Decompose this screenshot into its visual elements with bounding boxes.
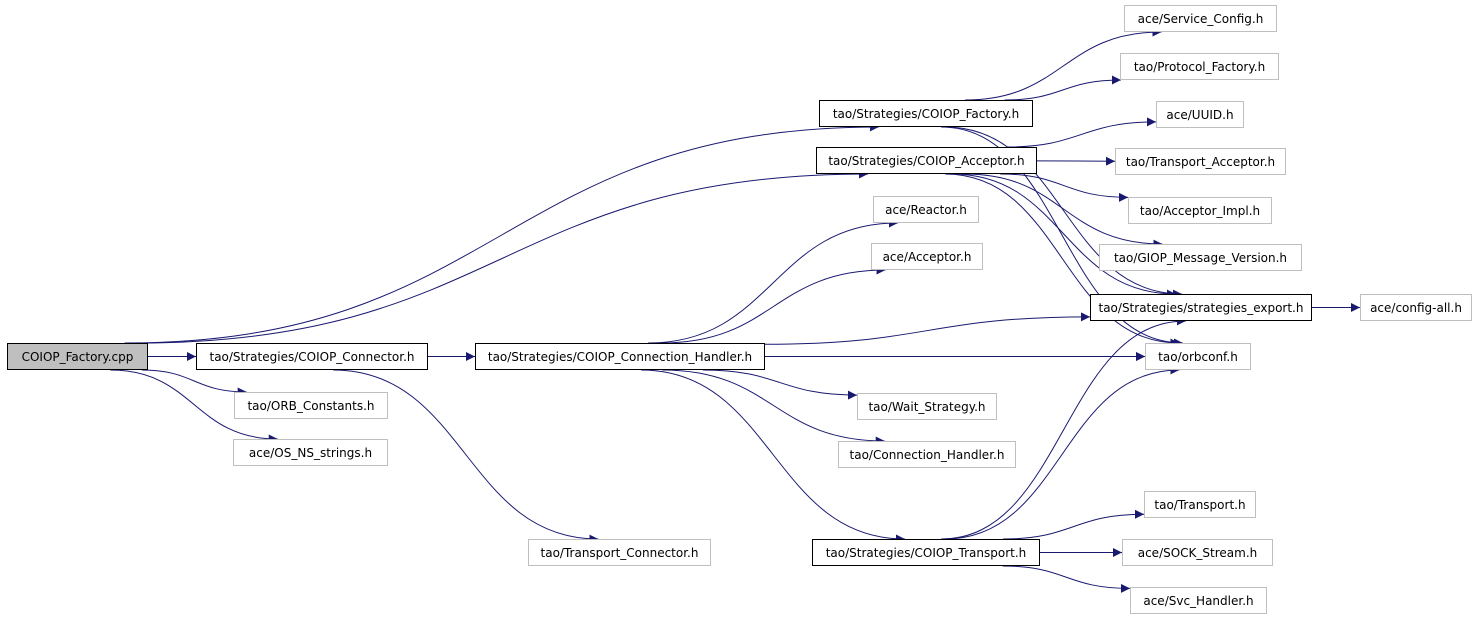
edge-factory-to-strategies_export: [945, 126, 1182, 299]
node-coiop-acceptor-h[interactable]: tao/Strategies/COIOP_Acceptor.h: [816, 147, 1037, 174]
node-tao-transport-connector-h[interactable]: tao/Transport_Connector.h: [528, 539, 711, 566]
edge-root-to-acceptor: [135, 169, 869, 344]
edge-conn_handler-to-connection_handler: [662, 369, 885, 446]
node-ace-os-ns-strings-h[interactable]: ace/OS_NS_strings.h: [233, 439, 388, 466]
node-tao-giop-message-version-h[interactable]: tao/GIOP_Message_Version.h: [1099, 244, 1302, 271]
edge-conn_handler-to-wait_strategy: [702, 369, 858, 400]
node-ace-config-all-h[interactable]: ace/config-all.h: [1360, 294, 1472, 321]
node-coiop-transport-h[interactable]: tao/Strategies/COIOP_Transport.h: [812, 539, 1040, 566]
edge-conn_handler-to-transport: [641, 369, 905, 544]
node-tao-orbconf-h[interactable]: tao/orbconf.h: [1145, 343, 1251, 370]
edge-transport-to-svc_handler: [1002, 565, 1131, 593]
node-ace-uuid-h[interactable]: ace/UUID.h: [1156, 101, 1244, 128]
edge-root-to-factory: [124, 122, 879, 344]
node-ace-reactor-h[interactable]: ace/Reactor.h: [873, 196, 979, 223]
edge-conn_handler-to-ace_acceptor: [661, 265, 886, 344]
edge-root-to-orb_constants: [141, 369, 247, 397]
edge-connector-to-transport_connector: [333, 369, 599, 544]
node-strategies-export-h[interactable]: tao/Strategies/strategies_export.h: [1090, 294, 1312, 321]
node-tao-transport-acceptor-h[interactable]: tao/Transport_Acceptor.h: [1115, 148, 1286, 175]
node-coiop-factory-cpp[interactable]: COIOP_Factory.cpp: [7, 343, 148, 370]
edge-conn_handler-to-reactor: [648, 218, 898, 344]
edge-factory-to-service_config: [965, 27, 1162, 101]
edge-root-to-os_ns_strings: [110, 369, 278, 444]
node-ace-svc-handler-h[interactable]: ace/Svc_Handler.h: [1130, 587, 1267, 614]
edge-transport-to-tao_transport: [1003, 509, 1145, 540]
node-coiop-factory-h[interactable]: tao/Strategies/COIOP_Factory.h: [819, 100, 1033, 127]
edge-acceptor-to-uuid: [1006, 117, 1157, 148]
edge-acceptor-to-giop_msg_version: [964, 173, 1163, 249]
node-ace-acceptor-h[interactable]: ace/Acceptor.h: [871, 243, 983, 270]
node-tao-protocol-factory-h[interactable]: tao/Protocol_Factory.h: [1120, 53, 1279, 80]
edge-conn_handler-to-strategies_export: [764, 312, 1091, 345]
node-ace-sock-stream-h[interactable]: ace/SOCK_Stream.h: [1122, 539, 1273, 566]
edge-acceptor-to-acceptor_impl: [1000, 173, 1129, 202]
edge-transport-to-strategies_export: [941, 316, 1186, 540]
node-tao-wait-strategy-h[interactable]: tao/Wait_Strategy.h: [857, 393, 997, 420]
edge-factory-to-protocol_factory: [1004, 75, 1121, 101]
node-coiop-connection-handler-h[interactable]: tao/Strategies/COIOP_Connection_Handler.…: [475, 343, 765, 370]
node-tao-orb-constants-h[interactable]: tao/ORB_Constants.h: [234, 392, 388, 419]
edge-factory-to-orbconf: [941, 126, 1183, 348]
node-ace-service-config-h[interactable]: ace/Service_Config.h: [1124, 5, 1277, 32]
node-tao-connection-handler-h[interactable]: tao/Connection_Handler.h: [838, 441, 1016, 468]
edge-transport-to-orbconf: [944, 365, 1180, 540]
node-tao-acceptor-impl-h[interactable]: tao/Acceptor_Impl.h: [1128, 197, 1272, 224]
node-tao-transport-h[interactable]: tao/Transport.h: [1144, 491, 1256, 518]
node-coiop-connector-h[interactable]: tao/Strategies/COIOP_Connector.h: [196, 343, 428, 370]
edge-acceptor-to-strategies_export: [951, 173, 1176, 299]
